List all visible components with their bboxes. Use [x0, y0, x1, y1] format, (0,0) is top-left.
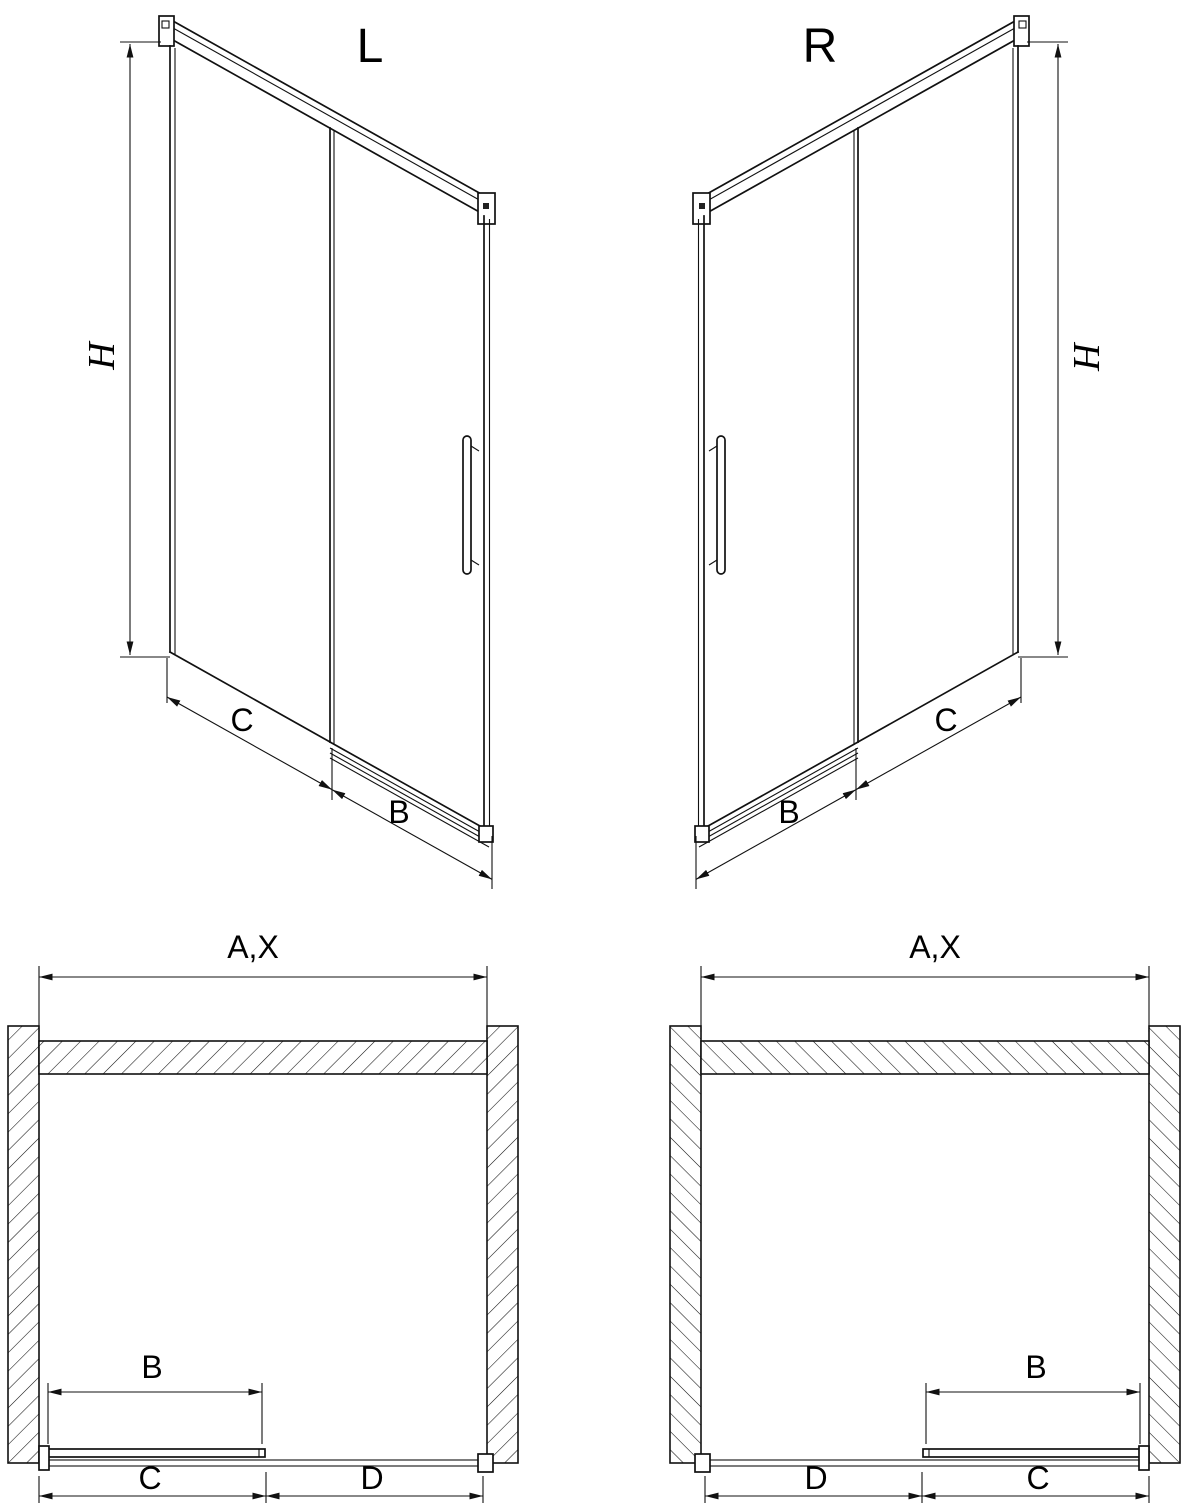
variant-label-right: R [803, 20, 838, 73]
dim-label-b-plan-left: B [141, 1349, 162, 1385]
variant-label-left: L [357, 20, 384, 73]
dim-label-h-right: H [1065, 341, 1107, 372]
dim-label-c-left: C [230, 702, 253, 738]
dim-label-b-right: B [778, 794, 799, 830]
dim-label-c-plan-left: C [138, 1460, 161, 1496]
dim-label-h-left: H [81, 340, 123, 371]
plan-view-right: A,X B D C [670, 929, 1180, 1503]
dim-label-ax-plan-left: A,X [227, 929, 279, 965]
dim-label-d-plan-left: D [360, 1460, 383, 1496]
iso-view-right: R H C B [693, 16, 1107, 889]
dim-label-c-right: C [934, 702, 957, 738]
dim-label-b-left: B [388, 794, 409, 830]
dim-label-c-plan-right: C [1026, 1460, 1049, 1496]
dim-label-ax-plan-right: A,X [909, 929, 961, 965]
dim-label-b-plan-right: B [1025, 1349, 1046, 1385]
iso-view-left: L H C B [81, 16, 495, 889]
dim-label-d-plan-right: D [804, 1460, 827, 1496]
plan-view-left: A,X B C D [8, 929, 518, 1503]
